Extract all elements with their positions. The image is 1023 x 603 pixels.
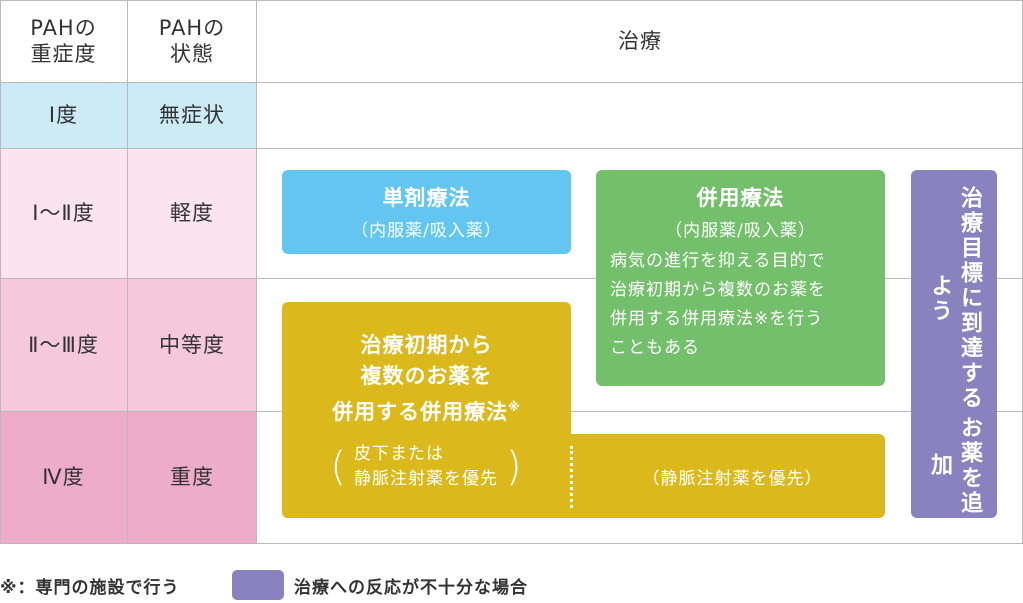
severity-label: Ⅳ度 (42, 465, 85, 490)
legend-note: ※：専門の施設で行う (0, 578, 180, 598)
sub-line: 皮下または (354, 444, 444, 464)
combination-note: 病気の進行を抑える目的で 治療初期から複数のお薬を 併用する併用療法※を行う こ… (596, 247, 885, 363)
state-label: 無症状 (159, 103, 225, 128)
row-2-bg (0, 148, 256, 278)
state-label: 軽度 (170, 201, 214, 226)
sub-line: 静脈注射薬を優先 (354, 469, 498, 489)
header-state: PAHの 状態 (128, 0, 256, 82)
initial-combination-title: 治療初期から 複数のお薬を 併用する併用療法※ (282, 330, 571, 428)
col-divider-1 (127, 0, 128, 544)
sub-text: 皮下または 静脈注射薬を優先 (354, 442, 498, 492)
row-3-bg (0, 278, 256, 411)
monotherapy-title: 単剤療法 (382, 186, 471, 210)
header-state-label: PAHの 状態 (158, 15, 226, 66)
title-line: 併用する併用療法※ (282, 392, 571, 428)
row-divider-2 (0, 148, 1023, 149)
add-drug-text: 治療目標に到達するよう お薬を追加 (924, 184, 984, 518)
row-3-state: 中等度 (128, 279, 256, 411)
header-treatment-label: 治療 (618, 28, 662, 53)
header-severity: PAHの 重症度 (0, 0, 127, 82)
header-row-bg (0, 0, 256, 82)
legend-swatch (232, 570, 284, 600)
row-4-state: 重度 (128, 412, 256, 543)
severity-label: Ⅱ～Ⅲ度 (28, 332, 99, 357)
note-line: 病気の進行を抑える目的で (610, 251, 826, 271)
combination-box: 併用療法 （内服薬/吸入薬） 病気の進行を抑える目的で 治療初期から複数のお薬を… (596, 170, 885, 386)
add-drug-line-2: お薬を追加 (927, 415, 982, 516)
left-paren: ( (330, 444, 346, 490)
title-line-text: 併用する併用療法 (332, 400, 509, 424)
note-line: 併用する併用療法※を行う (610, 309, 824, 329)
add-drug-box: 治療目標に到達するよう お薬を追加 (911, 170, 997, 518)
add-drug-line-1: 治療目標に到達するよう (927, 186, 982, 412)
row-divider-1 (0, 82, 1023, 83)
row-divider-3 (0, 278, 1023, 279)
row-1-severity: Ⅰ度 (0, 83, 127, 148)
row-2-severity: Ⅰ～Ⅱ度 (0, 149, 127, 278)
severity-label: Ⅰ～Ⅱ度 (32, 201, 95, 226)
title-line: 治療初期から (360, 333, 493, 357)
legend-swatch-label: 治療への反応が不十分な場合 (294, 578, 528, 598)
row-4-severity: Ⅳ度 (0, 412, 127, 543)
row-1-state: 無症状 (128, 83, 256, 148)
row-4-bg (0, 411, 256, 543)
specialist-mark: ※ (508, 400, 521, 414)
col-divider-2 (256, 0, 257, 544)
combination-sub: （内服薬/吸入薬） (665, 221, 816, 241)
row-2-state: 軽度 (128, 149, 256, 278)
note-line: こともある (610, 338, 700, 358)
header-severity-label: PAHの 重症度 (30, 15, 97, 66)
monotherapy-box: 単剤療法 （内服薬/吸入薬） (282, 170, 571, 254)
header-treatment: 治療 (257, 0, 1023, 82)
severity-label: Ⅰ度 (48, 103, 79, 128)
combination-title: 併用療法 (696, 186, 785, 210)
state-label: 中等度 (159, 332, 225, 357)
right-paren: ) (506, 444, 522, 490)
state-label: 重度 (170, 465, 214, 490)
initial-combination-sub: ( 皮下または 静脈注射薬を優先 ) (300, 432, 552, 502)
monotherapy-sub: （内服薬/吸入薬） (351, 221, 502, 241)
initial-combination-extension (282, 434, 885, 518)
row-1-bg (0, 82, 256, 148)
dotted-divider (570, 446, 573, 508)
row-3-severity: Ⅱ～Ⅲ度 (0, 279, 127, 411)
title-line: 複数のお薬を (360, 364, 493, 388)
note-line: 治療初期から複数のお薬を (610, 280, 826, 300)
initial-combination-right-sub: （静脈注射薬を優先） (642, 469, 823, 489)
